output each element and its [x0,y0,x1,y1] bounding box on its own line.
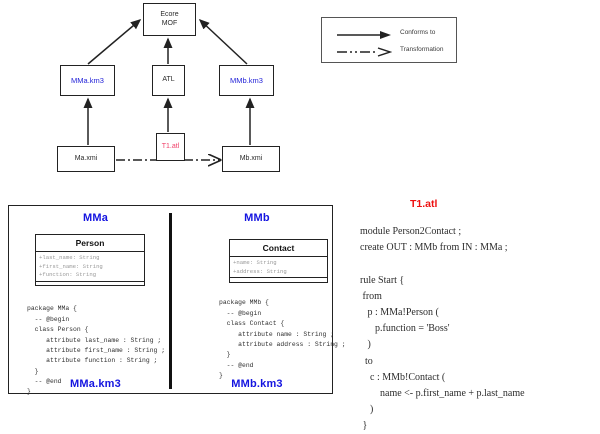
legend-item-conforms-to: Conforms to [336,27,436,39]
legend-label-transformation: Transformation [400,45,444,53]
node-t1-atl-label: T1.atl [161,142,180,150]
node-mmb-km3[interactable]: MMb.km3 [219,65,274,96]
node-ma-xmi-label: Ma.xmi [74,154,98,162]
diagram-canvas: Ecore MOF MMa.km3 ATL MMb.km3 T1.atl Ma.… [8,3,598,431]
node-ma-xmi[interactable]: Ma.xmi [57,146,115,172]
node-ecore-mof-line2: MOF [161,19,178,27]
node-ecore-mof[interactable]: Ecore MOF [143,3,196,36]
atl-code-pane: T1.atl module Person2Contact ; create OU… [360,198,598,431]
arrow-mmb-to-ecore [198,18,248,65]
uml-attr: +last_name: String [39,254,100,261]
node-mma-km3-label: MMa.km3 [71,75,104,85]
mmb-km3-footer: MMb.km3 [231,378,283,390]
node-mma-km3[interactable]: MMa.km3 [60,65,115,96]
uml-class-person-name: Person [36,235,144,252]
node-mmb-km3-label: MMb.km3 [230,75,263,85]
uml-class-person[interactable]: Person +last_name: String +first_name: S… [35,234,145,286]
metamodel-column-mmb: MMb Contact +name: String +address: Stri… [181,206,346,393]
node-mb-xmi-label: Mb.xmi [239,154,263,162]
node-ecore-mof-line1: Ecore [160,10,179,18]
node-atl[interactable]: ATL [152,65,185,96]
metamodel-panel-divider [169,213,172,389]
mma-km3-footer: MMa.km3 [70,378,121,390]
km3-code-mmb: package MMb { -- @begin class Contact { … [219,299,346,380]
uml-class-contact-name: Contact [230,240,327,257]
node-mb-xmi[interactable]: Mb.xmi [222,146,280,172]
km3-code-mma: package MMa { -- @begin class Person { a… [27,305,166,396]
metamodel-column-mma: MMa Person +last_name: String +first_nam… [13,206,178,395]
uml-class-contact[interactable]: Contact +name: String +address: String [229,239,328,283]
node-t1-atl[interactable]: T1.atl [156,133,185,161]
solid-arrow-icon [336,27,392,39]
uml-class-contact-attributes: +name: String +address: String [230,257,327,279]
uml-class-person-operations [36,282,144,287]
arrow-mma-to-ecore [87,19,142,65]
atl-code-body: module Person2Contact ; create OUT : MMb… [360,226,525,432]
dashed-arrow-icon [336,44,393,57]
uml-attr: +function: String [39,271,97,279]
uml-attr: +address: String [233,267,287,275]
legend-label-conforms-to: Conforms to [400,28,436,36]
atl-code-title: T1.atl [410,198,438,210]
node-atl-label: ATL [162,76,175,84]
mmb-title: MMb [244,212,270,224]
uml-attr: +name: String [233,259,277,266]
uml-class-contact-operations [230,278,327,283]
mma-title: MMa [82,212,109,224]
uml-attr: +first_name: String [39,262,103,270]
legend-box: Conforms to Transformation [321,17,457,63]
uml-class-person-attributes: +last_name: String +first_name: String +… [36,252,144,282]
legend-item-transformation: Transformation [336,44,444,57]
